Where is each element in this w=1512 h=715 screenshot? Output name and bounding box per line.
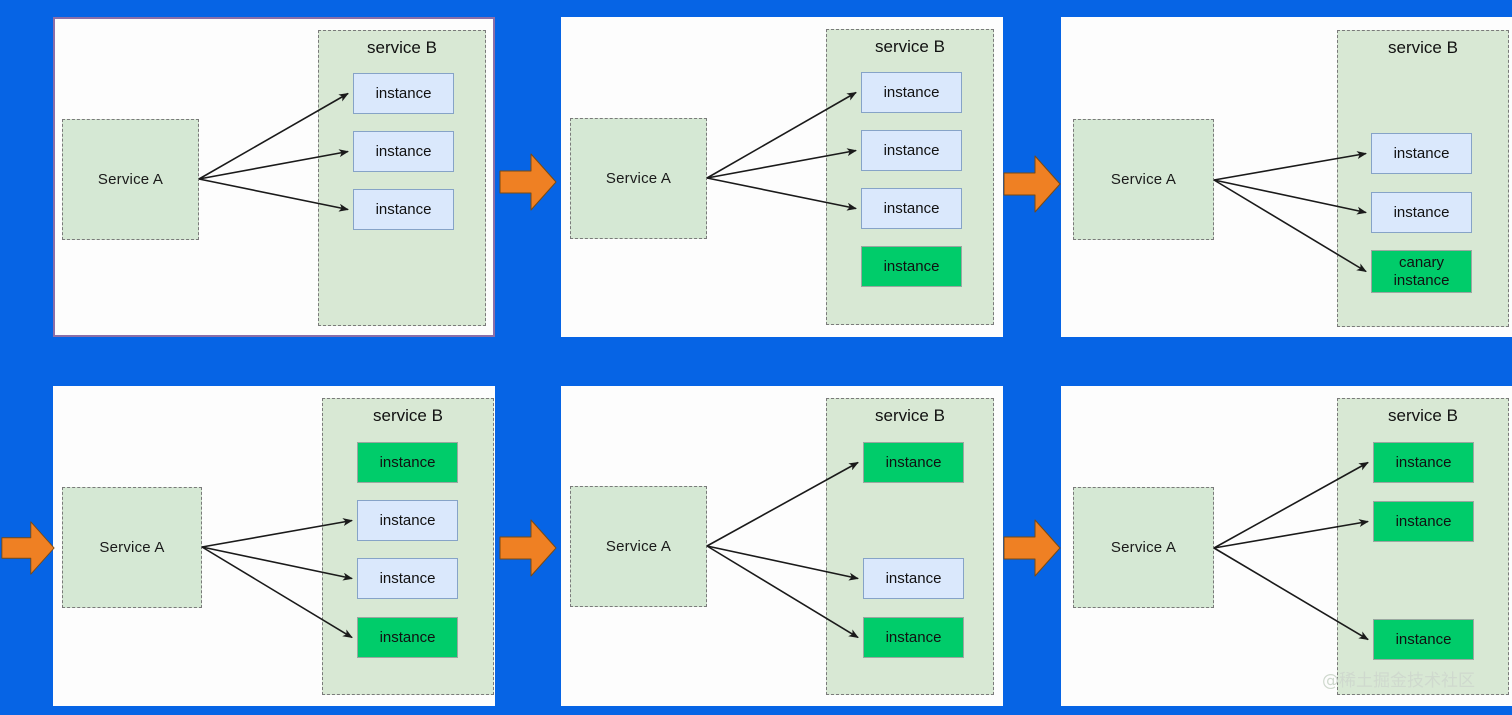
service-a-label: Service A bbox=[97, 171, 164, 188]
instance-box: instance bbox=[357, 617, 458, 658]
service-a-box: Service A bbox=[62, 119, 199, 240]
instance-label: instance bbox=[379, 628, 436, 646]
instance-box: instance bbox=[1371, 133, 1472, 174]
instance-label: instance bbox=[885, 569, 942, 587]
instance-label: instance bbox=[1395, 512, 1452, 530]
instance-label: instance bbox=[883, 199, 940, 217]
instance-box: instance bbox=[863, 442, 964, 483]
step-arrow-row2-1-icon bbox=[498, 516, 558, 580]
step-arrow-row1-2-icon bbox=[1002, 152, 1062, 216]
instance-label: instance bbox=[885, 453, 942, 471]
service-a-box: Service A bbox=[570, 118, 707, 239]
service-b-label: service B bbox=[875, 37, 945, 56]
instance-label: instance bbox=[883, 83, 940, 101]
service-b-label: service B bbox=[373, 406, 443, 425]
instance-label: instance bbox=[883, 141, 940, 159]
instance-label: instance bbox=[1393, 144, 1450, 162]
next-step-arrow-icon bbox=[1003, 519, 1061, 577]
instance-box: instance bbox=[861, 130, 962, 171]
instance-box: instance bbox=[357, 442, 458, 483]
service-b-label: service B bbox=[1388, 38, 1458, 57]
instance-label: instance bbox=[379, 569, 436, 587]
instance-box: instance bbox=[861, 72, 962, 113]
instance-label: instance bbox=[883, 257, 940, 275]
step-arrow-row2-2-icon bbox=[1002, 516, 1062, 580]
instance-box: instance bbox=[1373, 619, 1474, 660]
instance-label: instance bbox=[885, 628, 942, 646]
step-arrow-row1-1-icon bbox=[498, 150, 558, 214]
instance-box: instance bbox=[353, 131, 454, 172]
instance-box: instance bbox=[861, 246, 962, 287]
instance-box: instance bbox=[863, 558, 964, 599]
instance-label: instance bbox=[379, 511, 436, 529]
instance-label: instance bbox=[1395, 453, 1452, 471]
instance-label: instance bbox=[375, 142, 432, 160]
next-step-arrow-icon bbox=[1, 521, 55, 575]
next-step-arrow-icon bbox=[499, 519, 557, 577]
instance-box: instance bbox=[1373, 501, 1474, 542]
service-a-label: Service A bbox=[605, 170, 672, 187]
service-a-box: Service A bbox=[62, 487, 202, 608]
instance-box: instance bbox=[357, 500, 458, 541]
service-b-label: service B bbox=[1388, 406, 1458, 425]
watermark-text: @稀土掘金技术社区 bbox=[1322, 671, 1475, 691]
service-a-label: Service A bbox=[605, 538, 672, 555]
instance-box: instance bbox=[1371, 192, 1472, 233]
service-a-box: Service A bbox=[1073, 119, 1214, 240]
instance-box: instance bbox=[357, 558, 458, 599]
instance-box: instance bbox=[1373, 442, 1474, 483]
instance-label: instance bbox=[375, 84, 432, 102]
instance-label: instance bbox=[379, 453, 436, 471]
service-a-label: Service A bbox=[1110, 171, 1177, 188]
service-a-box: Service A bbox=[570, 486, 707, 607]
next-step-arrow-icon bbox=[1003, 155, 1061, 213]
instance-label: instance bbox=[1393, 203, 1450, 221]
service-b-label: service B bbox=[367, 38, 437, 57]
instance-box: instance bbox=[353, 189, 454, 230]
instance-label: instance bbox=[1395, 630, 1452, 648]
instance-box: instance bbox=[353, 73, 454, 114]
service-a-label: Service A bbox=[99, 539, 165, 556]
instance-box: instance bbox=[861, 188, 962, 229]
service-a-box: Service A bbox=[1073, 487, 1214, 608]
step-arrow-row2-0-icon bbox=[0, 516, 56, 580]
service-b-label: service B bbox=[875, 406, 945, 425]
instance-label: instance bbox=[375, 200, 432, 218]
service-a-label: Service A bbox=[1110, 539, 1177, 556]
instance-box: instance bbox=[863, 617, 964, 658]
next-step-arrow-icon bbox=[499, 153, 557, 211]
